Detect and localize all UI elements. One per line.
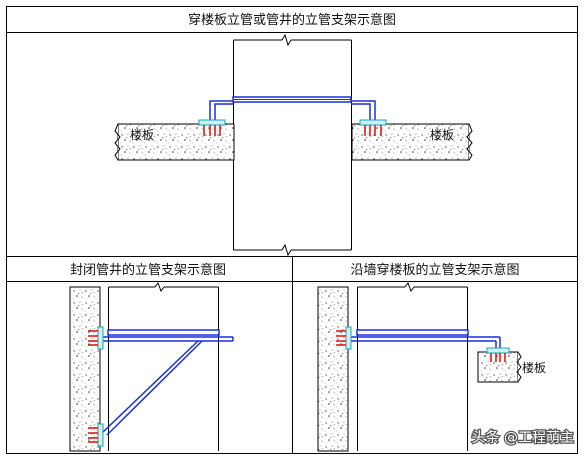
top-support-bracket: [209, 96, 376, 121]
watermark-text: 头条 @工程萌主: [472, 429, 574, 446]
bl-support-bracket: [100, 329, 234, 436]
top-slab-right-label: 楼板: [430, 127, 454, 142]
bottom-right-panel-title: 沿墙穿楼板的立管支架示意图: [350, 262, 519, 278]
br-riser-pipe: [357, 281, 468, 451]
top-riser-pipe: [233, 33, 352, 257]
frame: [6, 6, 578, 454]
br-support-bracket: [348, 329, 501, 350]
br-slab-label: 楼板: [522, 360, 546, 375]
br-wall: [317, 286, 349, 452]
bl-wall: [69, 286, 101, 452]
br-slab: [477, 351, 522, 383]
br-anchor-bolts: [336, 330, 506, 362]
top-anchor-bolts: [203, 125, 382, 136]
bl-anchor-bolts: [88, 330, 98, 443]
top-panel-title: 穿楼板立管或管井的立管支架示意图: [188, 12, 396, 28]
top-anchor-plates: [198, 119, 387, 126]
bl-riser-pipe: [108, 281, 219, 451]
br-anchor-plates: [345, 326, 510, 354]
top-slab-right: [351, 123, 473, 161]
top-slab-left-label: 楼板: [130, 127, 154, 142]
bottom-left-panel-title: 封闭管井的立管支架示意图: [70, 262, 226, 278]
bl-anchor-plates: [97, 326, 104, 447]
